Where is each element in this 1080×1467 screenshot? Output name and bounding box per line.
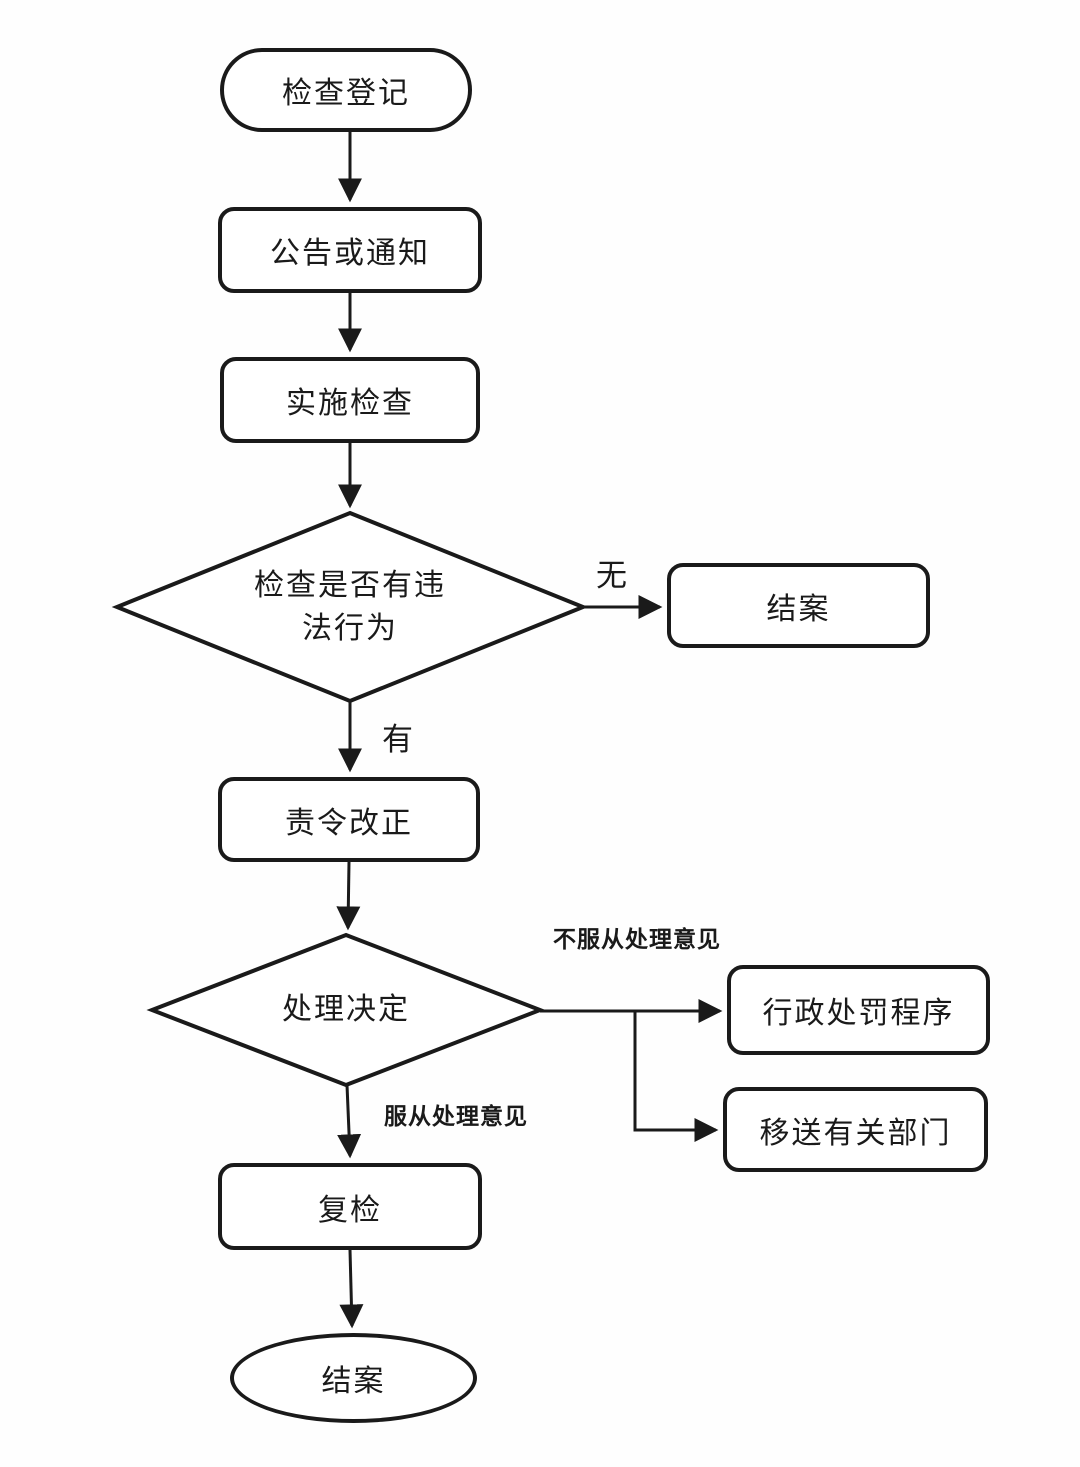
node-recheck: 复检 [218, 1163, 482, 1250]
node-inspect: 实施检查 [220, 357, 480, 443]
node-close-case-bottom: 结案 [230, 1333, 477, 1423]
edge-label-obey: 服从处理意见 [384, 1104, 528, 1129]
edge-label-yes: 有 [382, 722, 414, 757]
violation-decision-diamond [111, 510, 589, 704]
node-handling-decision-label: 处理决定 [282, 993, 410, 1027]
arrow-correction-to-handling-decision [336, 861, 361, 931]
node-admin-penalty: 行政处罚程序 [727, 965, 990, 1055]
node-order-correction: 责令改正 [218, 777, 480, 862]
arrow-obey-to-recheck [337, 1084, 362, 1159]
edge-label-disobey: 不服从处理意见 [553, 927, 721, 952]
node-notice: 公告或通知 [218, 207, 482, 293]
handling-decision-diamond [146, 932, 546, 1088]
node-violation-decision-label: 检查是否有违 法行为 [254, 568, 446, 646]
edge-label-no: 无 [596, 558, 628, 593]
node-transfer-dept: 移送有关部门 [723, 1087, 988, 1172]
node-start: 检查登记 [220, 48, 472, 132]
arrow-recheck-to-close-case-bottom [339, 1249, 364, 1329]
arrow-disobey-to-transfer-dept [633, 1011, 719, 1142]
node-close-case-top: 结案 [667, 563, 930, 648]
